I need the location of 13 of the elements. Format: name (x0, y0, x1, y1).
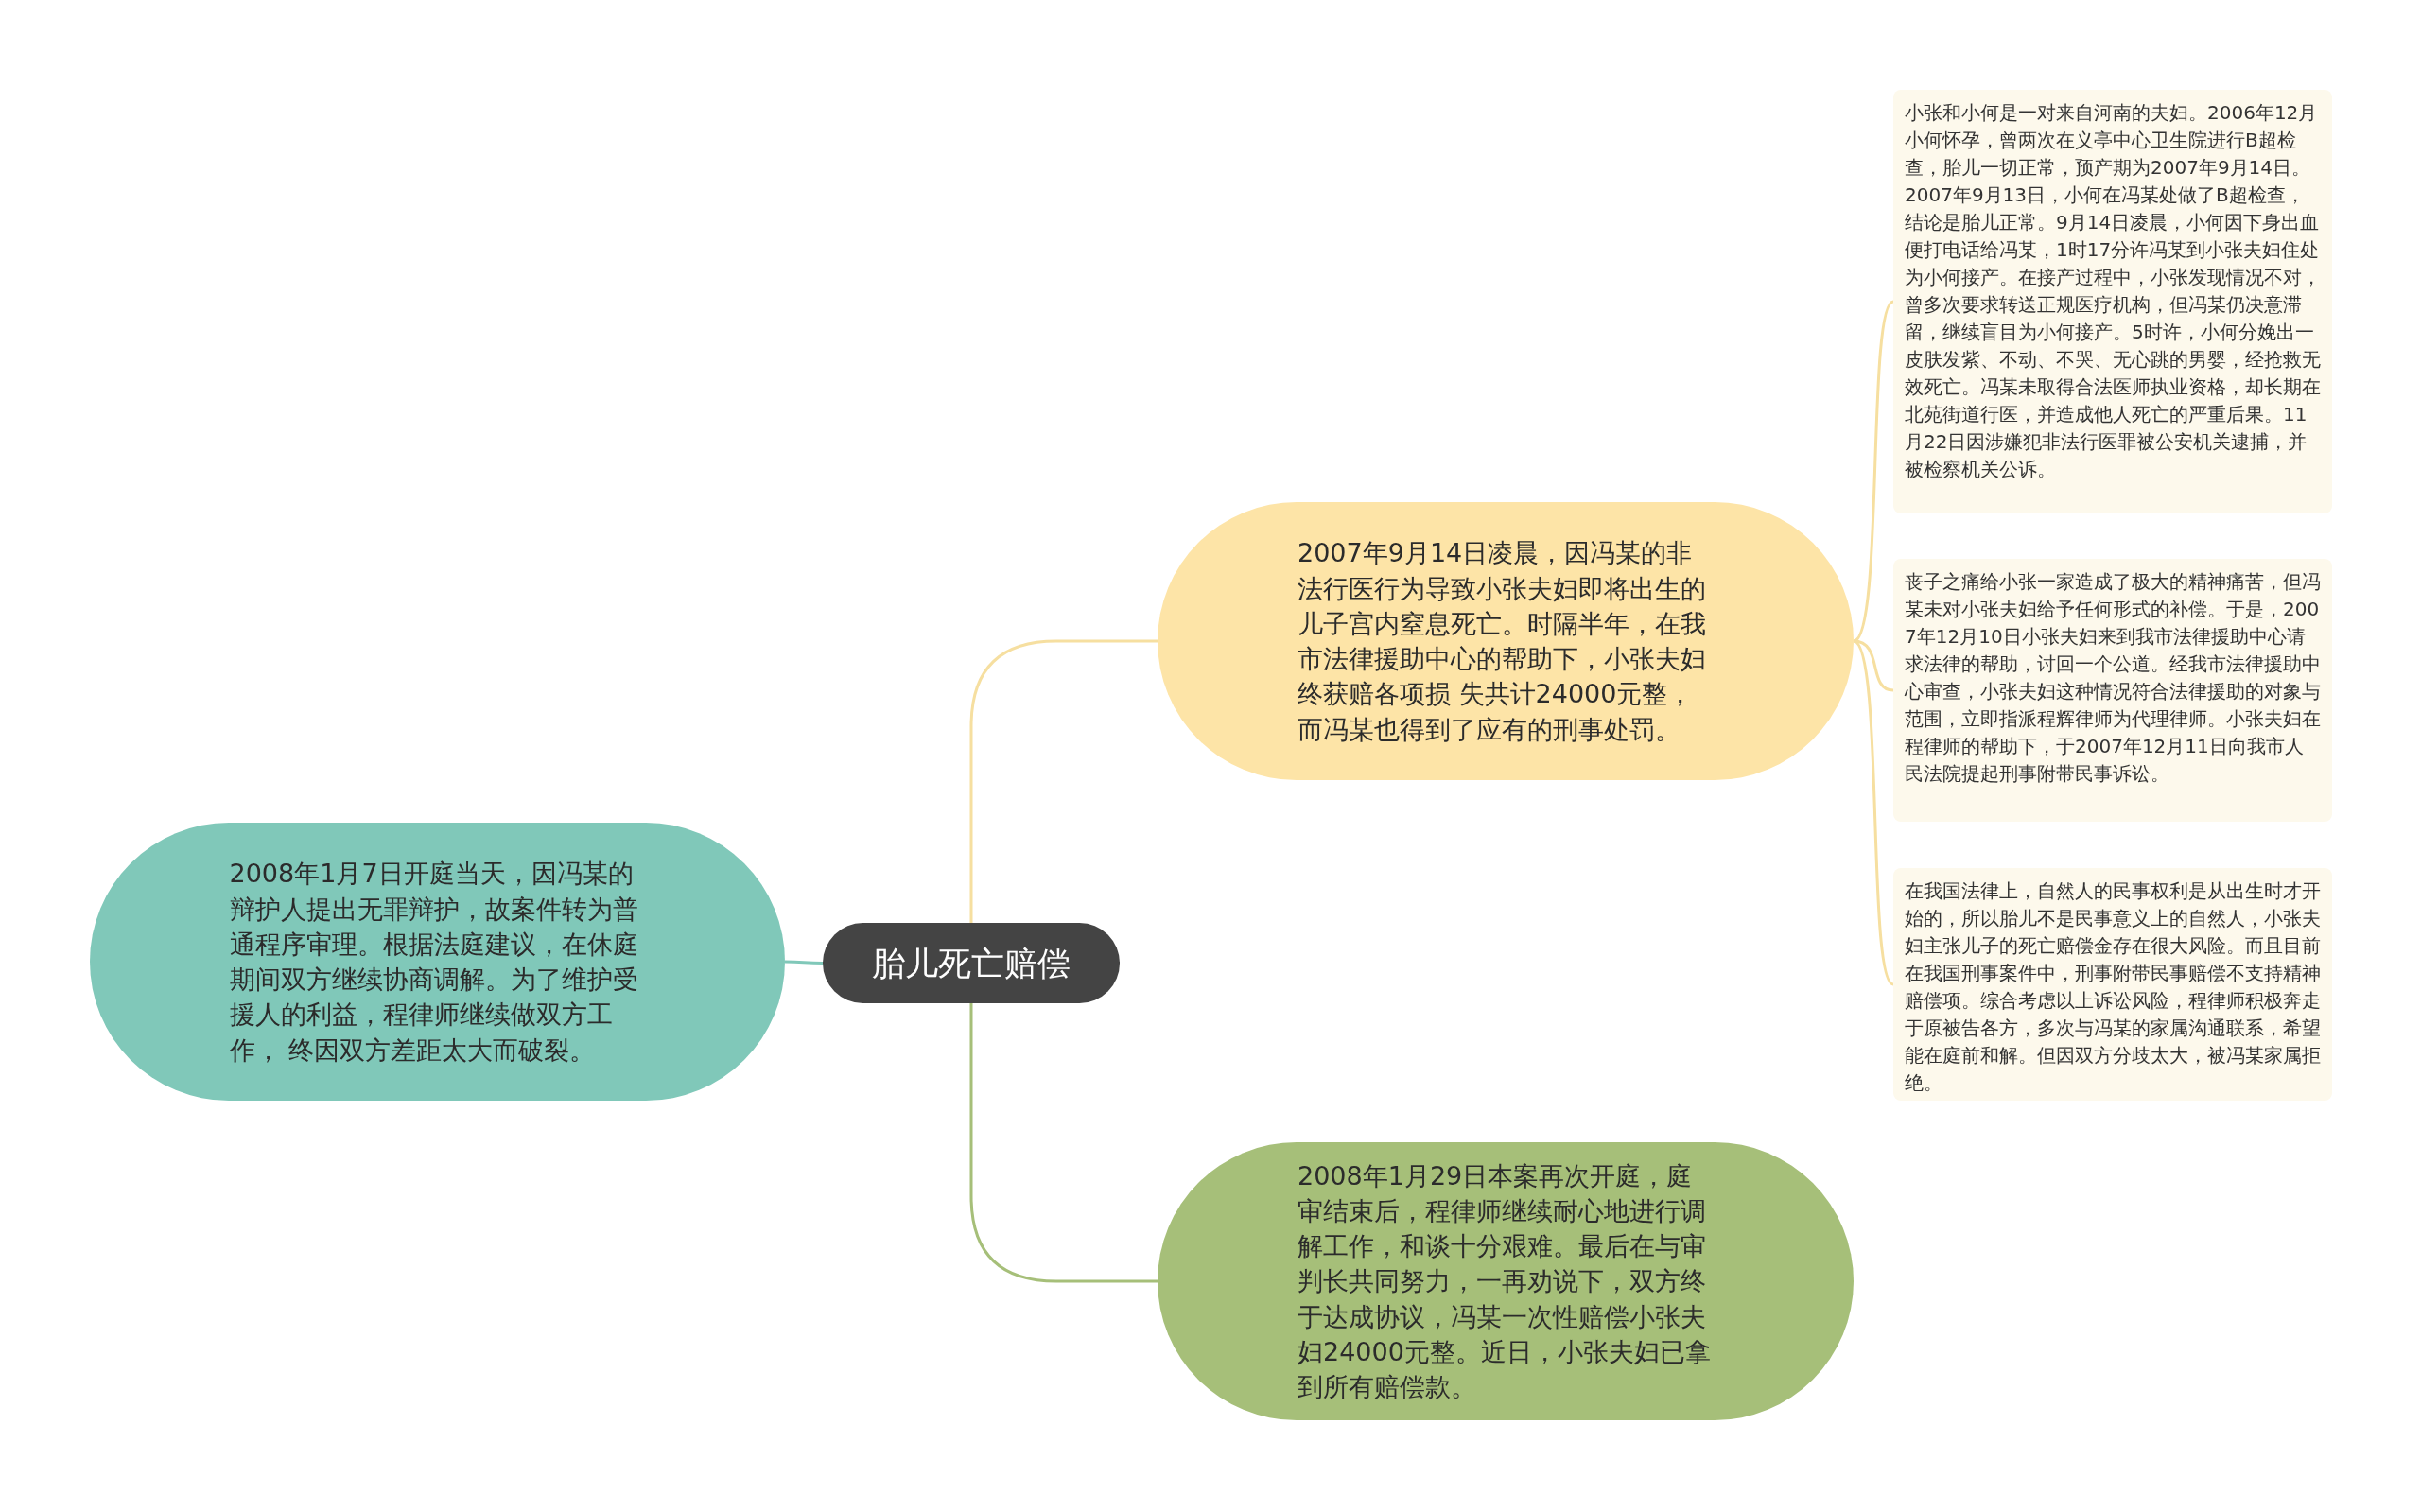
connector-line (1852, 639, 1895, 985)
connector-line (969, 639, 1158, 923)
note-box (1893, 559, 2332, 822)
connector-line (785, 960, 823, 965)
node-text: 胎儿死亡赔偿 (872, 943, 1071, 983)
node-text: 2007年9月14日凌晨，因冯某的非法行医行为导致小张夫妇即将出生的儿子宫内窒息死亡。时隔半年，在我市法律援助中心的帮助下，小张夫妇终获赔各项损 失共计24000元整，而冯某也得到了应有的刑事处罚。 (1298, 537, 1707, 746)
node-text: 2008年1月7日开庭当天，因冯某的辩护人提出无罪辩护，故案件转为普通程序审理。根据法庭建议，在休庭期间双方继续协商调解。为了维护受援人的利益，程律师继续做双方工作， 终因双方差距太大而破裂。 (229, 858, 639, 1067)
node-text: 丧子之痛给小张一家造成了极大的精神痛苦，但冯某未对小张夫妇给予任何形式的补偿。于是，2007年12月10日小张夫妇来到我市法律援助中心请求法律的帮助，讨回一个公道。经我市法律援助中心审查，小张夫妇这种情况符合法律援助的对象与范围，立即指派程辉律师为代理律师。小张夫妇在程律师的帮助下，于2007年12月11日向我市人民法院提起刑事附带民事诉讼。 (1905, 569, 2321, 787)
node-text: 小张和小何是一对来自河南的夫妇。2006年12月小何怀孕，曾两次在义亭中心卫生院进行B超检查，胎儿一切正常，预产期为2007年9月14日。2007年9月13日，小何在冯某处做了B超检查，结论是胎儿正常。9月14日凌晨，小何因下身出血便打电话给冯某，1时17分许冯某到小张夫妇住处为小何接产。在接产过程中，小张发现情况不对，曾多次要求转送正规医疗机构，但冯某仍决意滞留，继续盲目为小何接产。5时许，小何分娩出一皮肤发紫、不动、不哭、无心跳的男婴，经抢救无效死亡。冯某未取得合法医师执业资格，却长期在北苑街道行医，并造成他人死亡的严重后果。11月22日因涉嫌犯非法行医罪被公安机关逮捕，并被检察机关公诉。 (1905, 100, 2321, 482)
connector-line (1852, 301, 1895, 643)
node-text: 2008年1月29日本案再次开庭，庭审结束后，程律师继续耐心地进行调解工作，和谈十分艰难。最后在与审判长共同努力，一再劝说下，双方终于达成协议，冯某一次性赔偿小张夫妇24000元整。近日，小张夫妇已拿到所有赔偿款。 (1298, 1159, 1712, 1404)
node-text: 在我国法律上，自然人的民事权利是从出生时才开始的，所以胎儿不是民事意义上的自然人，小张夫妇主张儿子的死亡赔偿金存在很大风险。而且目前在我国刑事案件中，刑事附带民事赔偿不支持精神赔偿项。综合考虑以上诉讼风险，程律师积极奔走于原被告各方，多次与冯某的家属沟通联系，希望能在庭前和解。但因双方分歧太大，被冯某家属拒绝。 (1905, 878, 2321, 1096)
connector-line (969, 1003, 1158, 1283)
